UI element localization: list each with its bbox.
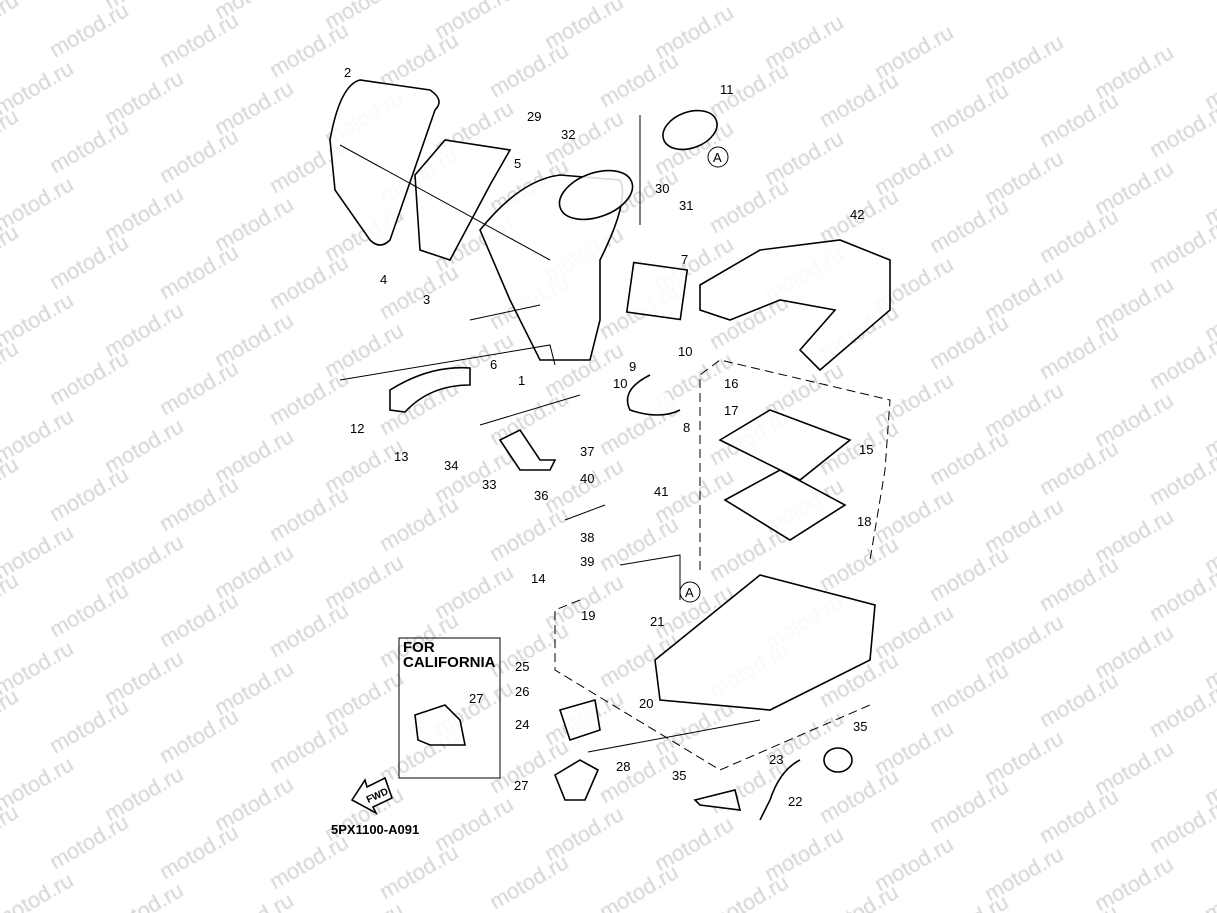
callout-3: 3 [423,292,430,307]
callout-37: 37 [580,444,594,459]
callout-17: 17 [724,403,738,418]
part-35-clamp [823,747,853,773]
callout-1: 1 [518,373,525,388]
svg-text:A: A [713,150,722,165]
callout-27: 27 [514,778,528,793]
part-15-cover [718,409,852,481]
part-42-seal [699,239,891,372]
part-33-stay [498,428,557,471]
callout-6: 6 [490,357,497,372]
callout-35b: 35 [672,768,686,783]
part-3-element [414,139,512,261]
part-11-band [662,109,718,151]
callout-26: 26 [515,684,529,699]
part-35-clamp-2 [693,789,742,811]
ref-marker-a-bottom: A [679,581,701,603]
callout-33: 33 [482,477,496,492]
ref-marker-a-top: A [707,146,729,168]
callout-15: 15 [859,442,873,457]
california-inset: FOR CALIFORNIA [398,637,501,779]
callout-32: 32 [561,127,575,142]
callout-39: 39 [580,554,594,569]
callout-10b: 10 [613,376,627,391]
callout-36: 36 [534,488,548,503]
callout-23: 23 [769,752,783,767]
part-2-cover [329,79,440,246]
callout-5: 5 [514,156,521,171]
part-5-intake [558,169,634,221]
callout-2: 2 [344,65,351,80]
part-22-hose [759,759,801,821]
callout-38: 38 [580,530,594,545]
part-18-filter [723,469,847,541]
callout-30: 30 [655,181,669,196]
callout-12: 12 [350,421,364,436]
part-shapes [329,79,891,821]
callout-13: 13 [394,449,408,464]
fwd-arrow-icon: FWD [350,776,393,815]
callout-19: 19 [581,608,595,623]
callout-20: 20 [639,696,653,711]
part-27-holder [554,759,600,801]
callout-29: 29 [527,109,541,124]
part-27-holder-inset [414,704,466,746]
callout-14: 14 [531,571,545,586]
callout-34: 34 [444,458,458,473]
callout-11: 11 [720,82,734,97]
callout-42: 42 [850,207,864,222]
callout-27-inset: 27 [469,691,483,706]
part-14-case [654,574,876,711]
callouts: 1 2 3 4 5 6 7 8 9 10 10 11 12 13 14 15 1… [344,65,873,809]
callout-10a: 10 [678,344,692,359]
svg-text:A: A [685,585,694,600]
part-12-bracket [389,366,471,413]
callout-18: 18 [857,514,871,529]
callout-25: 25 [515,659,529,674]
diagram-code: 5PX1100-A091 [331,822,419,837]
callout-24: 24 [515,717,529,732]
callout-16: 16 [724,376,738,391]
part-7-gasket [625,261,689,321]
part-24-sensor [558,698,601,742]
callout-31: 31 [679,198,693,213]
callout-22: 22 [788,794,802,809]
callout-40: 40 [580,471,594,486]
callout-35a: 35 [853,719,867,734]
callout-21: 21 [650,614,664,629]
callout-7: 7 [681,252,688,267]
callout-41: 41 [654,484,668,499]
callout-9: 9 [629,359,636,374]
svg-text:FOR: FOR [403,639,435,656]
callout-8: 8 [683,420,690,435]
svg-text:CALIFORNIA: CALIFORNIA [403,654,496,671]
callout-28: 28 [616,759,630,774]
callout-4: 4 [380,272,387,287]
part-8-hose [626,374,681,416]
assembly-lines [339,115,891,771]
